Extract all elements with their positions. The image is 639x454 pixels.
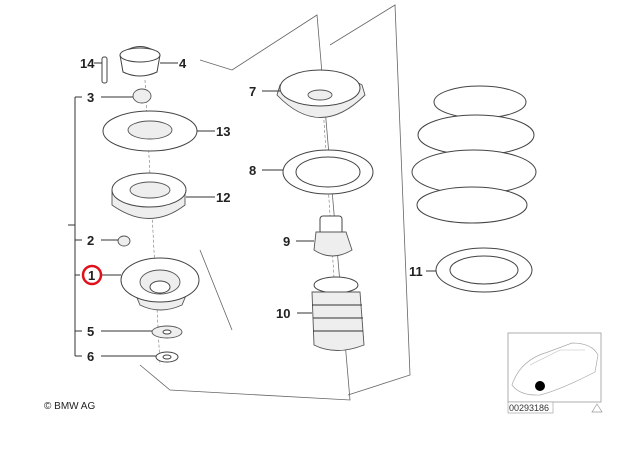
callout-6[interactable]: 6	[87, 349, 94, 364]
part-11-coil-spring[interactable]	[411, 85, 537, 293]
part-14-bolt[interactable]	[101, 56, 108, 84]
group-frames	[139, 4, 411, 401]
callout-3[interactable]: 3	[87, 90, 94, 105]
diagram-code: 00293186	[509, 403, 549, 413]
assembly-bracket	[68, 96, 82, 357]
part-9-bump-stop[interactable]	[313, 215, 353, 257]
callout-5[interactable]: 5	[87, 324, 94, 339]
part-2-nut[interactable]	[117, 235, 131, 247]
part-8-spring-pad[interactable]	[282, 149, 374, 195]
callout-2[interactable]: 2	[87, 233, 94, 248]
part-1-strut-mount[interactable]	[120, 257, 200, 311]
copyright-text: © BMW AG	[44, 401, 95, 412]
callout-8[interactable]: 8	[249, 163, 256, 178]
part-4-cap[interactable]	[119, 46, 161, 77]
callout-11[interactable]: 11	[409, 264, 423, 279]
part-13-plate[interactable]	[102, 110, 198, 152]
part-6-washer[interactable]	[155, 351, 179, 363]
location-marker-icon	[535, 381, 545, 391]
callout-10[interactable]: 10	[276, 306, 290, 321]
callout-9[interactable]: 9	[283, 234, 290, 249]
callout-14[interactable]: 14	[80, 56, 95, 71]
part-3-nut[interactable]	[132, 88, 152, 104]
callout-7[interactable]: 7	[249, 84, 256, 99]
warning-triangle-icon	[591, 403, 603, 413]
vehicle-thumbnail: 00293186	[507, 332, 603, 414]
part-10-protective-boot[interactable]	[311, 276, 365, 351]
part-5-washer[interactable]	[151, 325, 183, 339]
leader-lines	[94, 62, 436, 357]
callout-4[interactable]: 4	[179, 56, 187, 71]
part-12-spacer[interactable]	[111, 172, 187, 219]
callout-13[interactable]: 13	[216, 124, 230, 139]
part-7-spring-seat[interactable]	[276, 69, 366, 118]
highlight-ring	[81, 264, 103, 286]
callout-12[interactable]: 12	[216, 190, 230, 205]
callout-1[interactable]: 1	[88, 268, 95, 283]
